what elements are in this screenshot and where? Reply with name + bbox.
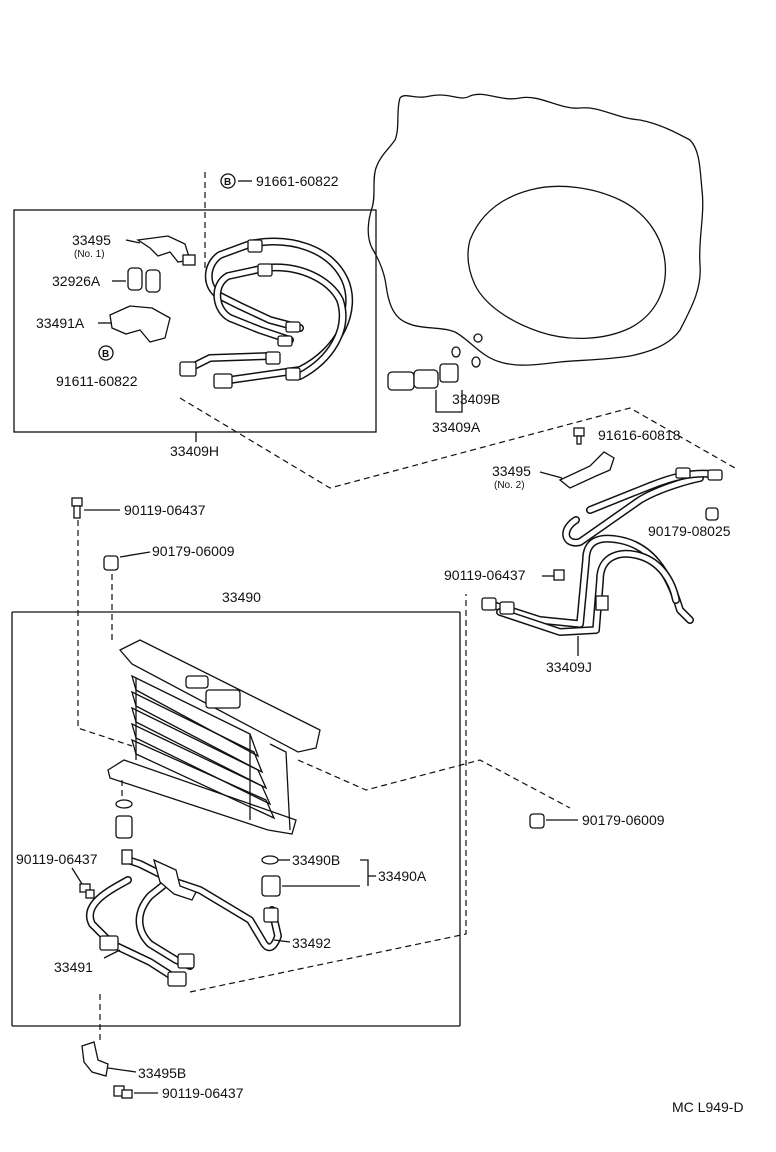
label-32926a: 32926A — [52, 273, 101, 289]
label-33491a: 33491A — [36, 315, 85, 331]
label-90179-08025: 90179-08025 — [648, 523, 731, 539]
label-33495-no1: 33495 — [72, 232, 111, 248]
svg-text:B: B — [224, 177, 231, 188]
diagram-code: MC L949-D — [672, 1099, 744, 1115]
label-91616-60818: 91616-60818 — [598, 427, 681, 443]
grommet-32926a — [127, 267, 161, 293]
marker-b-box: B — [98, 345, 114, 361]
label-33492: 33492 — [292, 935, 331, 951]
label-33409a: 33409A — [432, 419, 481, 435]
label-33495-no2: 33495 — [492, 463, 531, 479]
label-33490b: 33490B — [292, 852, 340, 868]
nut-90179-top — [103, 555, 119, 571]
label-90179-06009-top: 90179-06009 — [152, 543, 235, 559]
union-left — [115, 815, 133, 839]
bracket-33495-no2 — [558, 451, 615, 489]
oil-cooler-33490 — [107, 639, 321, 835]
label-33495-no2-sub: (No. 2) — [494, 480, 525, 491]
hose-assembly-33409j — [481, 467, 723, 636]
label-90119-top: 90119-06437 — [124, 502, 206, 518]
fittings-33409a — [387, 346, 481, 391]
bolt-90119-mid — [553, 569, 565, 581]
bolt-90119-left — [79, 883, 95, 899]
label-90119-left: 90119-06437 — [16, 851, 98, 867]
bolt-90119-bottom — [113, 1085, 133, 1099]
transaxle-housing — [367, 93, 704, 366]
nut-90179-08025 — [705, 507, 719, 521]
label-33490: 33490 — [222, 589, 261, 605]
oil-cooler-hoses-upper — [179, 237, 354, 389]
bracket-33495b — [81, 1041, 109, 1077]
label-33490a: 33490A — [378, 868, 427, 884]
svg-text:B: B — [102, 349, 109, 360]
marker-b-top: B — [220, 173, 236, 189]
label-90119-bottom: 90119-06437 — [162, 1085, 244, 1101]
bracket-33495-no1 — [136, 235, 196, 266]
label-90119-mid: 90119-06437 — [444, 567, 526, 583]
washer-left — [115, 799, 133, 809]
label-33409b: 33409B — [452, 391, 500, 407]
label-33491: 33491 — [54, 959, 93, 975]
nut-90179-right — [529, 813, 545, 829]
bolt-90119-top — [71, 497, 83, 519]
oil-cooler-hoses-lower — [86, 849, 282, 987]
label-91661-60822: 91661-60822 — [256, 173, 339, 189]
bolt-91616 — [573, 427, 585, 445]
assembly-box-33409h — [13, 209, 377, 433]
label-91611-60822: 91611-60822 — [56, 373, 138, 389]
label-33409h: 33409H — [170, 443, 219, 459]
label-33409j: 33409J — [546, 659, 592, 675]
clamp-33491a — [109, 305, 171, 343]
label-33495b: 33495B — [138, 1065, 186, 1081]
washer-33490b — [261, 855, 279, 865]
label-90179-06009-right: 90179-06009 — [582, 812, 665, 828]
union-33490a — [261, 875, 281, 897]
label-33495-no1-sub: (No. 1) — [74, 249, 105, 260]
